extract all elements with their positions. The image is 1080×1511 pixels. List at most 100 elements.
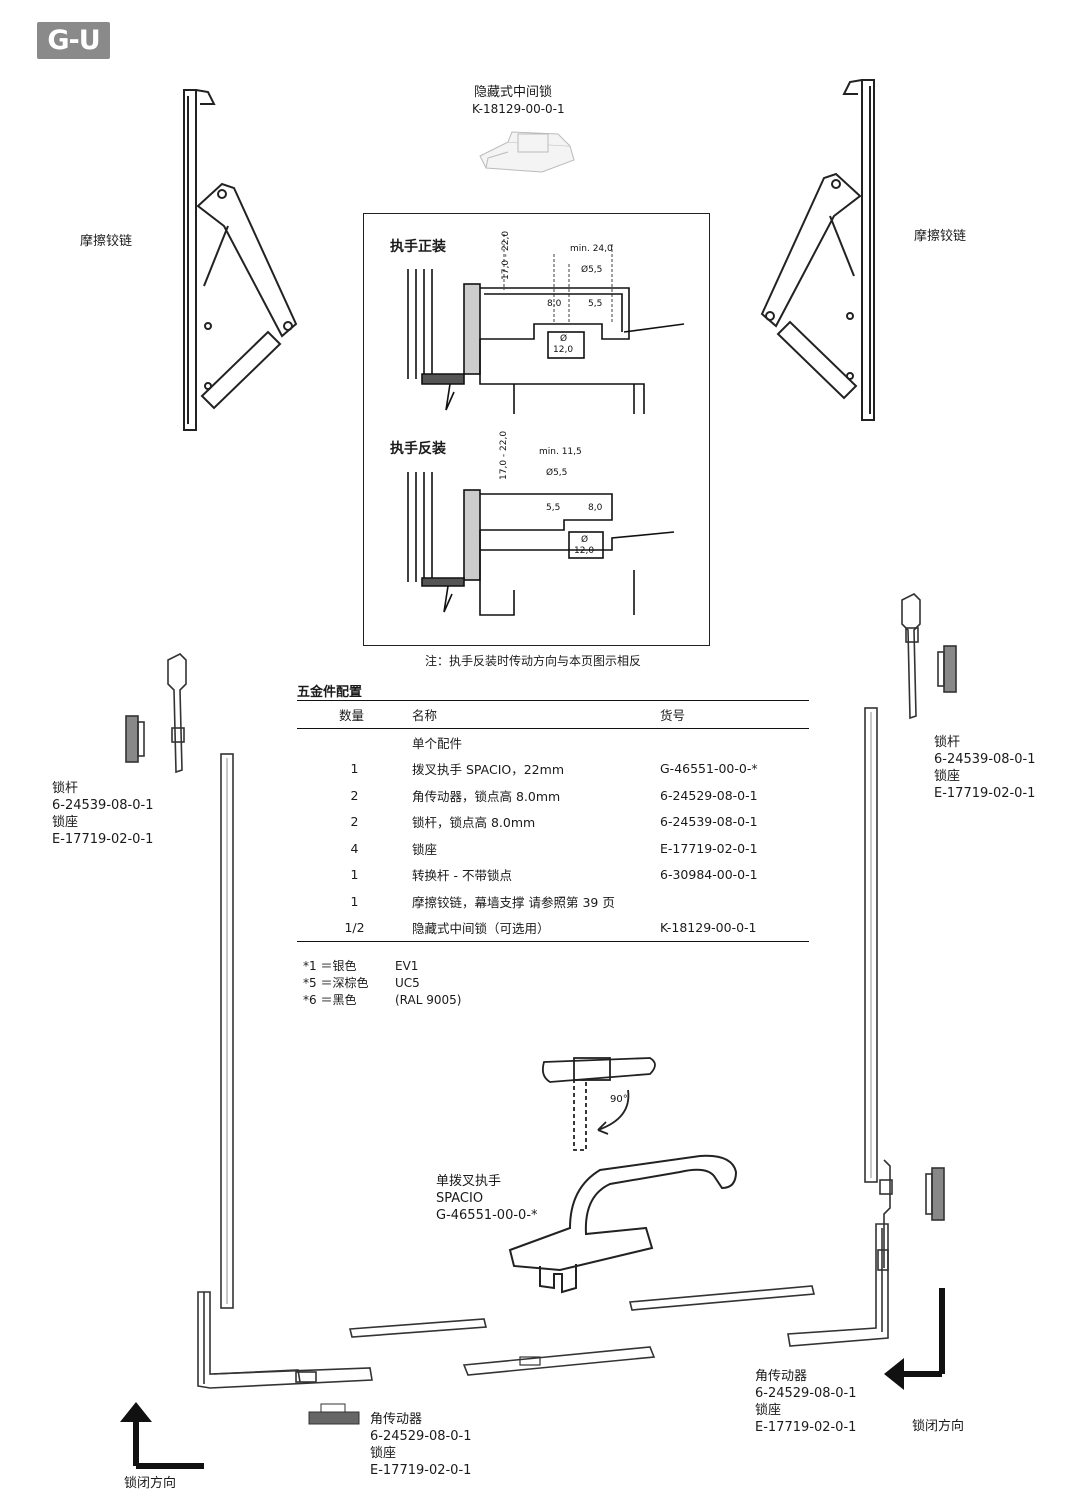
config-row: 2 角传动器，锁点高 8.0mm 6-24529-08-0-1 (297, 782, 809, 809)
config-cell-name: 锁杆，锁点高 8.0mm (412, 815, 536, 831)
lockrod-right (901, 593, 957, 720)
dim-top-d1: Ø (560, 333, 567, 344)
color-value: EV1 (395, 959, 419, 973)
config-cell-code: K-18129-00-0-1 (660, 914, 809, 942)
friction-hinge-label-right: 摩擦铰链 (914, 229, 967, 244)
config-cell-name: 拨叉执手 SPACIO，22mm (412, 762, 564, 778)
dim-top-min: min. 24,0 (570, 244, 613, 254)
lower-rod-right (879, 1159, 945, 1268)
color-value: (RAL 9005) (395, 993, 462, 1007)
bottom-rod-2 (628, 1285, 816, 1311)
color-entry: *6 ＝黑色 (RAL 9005) (303, 992, 461, 1009)
right-lockrod-name: 锁杆 (934, 735, 961, 750)
left-keeper-name: 锁座 (52, 815, 79, 830)
color-entry: *5 ＝深棕色 UC5 (303, 975, 461, 992)
bottom-rod-1 (348, 1318, 488, 1338)
handle-label-3: G-46551-00-0-* (436, 1208, 538, 1223)
friction-hinge-label-left: 摩擦铰链 (80, 234, 133, 249)
center-lock-code: K-18129-00-0-1 (472, 102, 565, 116)
config-cell-code: E-17719-02-0-1 (660, 840, 758, 856)
handle-drawing (508, 1154, 738, 1294)
color-key: *1 ＝银色 (303, 959, 357, 973)
vertical-rod-right (864, 707, 878, 1183)
config-cell-code: 6-24529-08-0-1 (660, 787, 758, 803)
config-cell-name: 锁座 (412, 841, 438, 857)
dim-bottom-min: min. 11,5 (539, 447, 582, 457)
dim-top-b: 5,5 (588, 299, 602, 309)
config-cell-qty: 2 (350, 787, 359, 803)
section-normal-drawing: 17,0 - 22,0 min. 24,0 Ø5,5 8,0 5,5 Ø 12,… (407, 231, 685, 414)
config-cell-name: 隐藏式中间锁（可选用） (412, 914, 660, 942)
config-cell-qty: 1 (350, 761, 359, 777)
color-entry: *1 ＝银色 EV1 (303, 958, 461, 975)
dim-top-dia: Ø5,5 (581, 264, 602, 275)
center-lock-name: 隐藏式中间锁 (474, 85, 553, 100)
friction-hinge-left (183, 89, 298, 431)
color-legend: *1 ＝银色 EV1 *5 ＝深棕色 UC5 *6 ＝黑色 (RAL 9005) (303, 958, 461, 1009)
config-cell-code (660, 729, 809, 756)
corner-left-code: 6-24529-08-0-1 (370, 1429, 472, 1444)
config-cell-name: 转换杆 - 不带锁点 (412, 868, 512, 884)
corner-right-name: 角传动器 (755, 1369, 808, 1384)
handle-label-2: SPACIO (436, 1191, 484, 1206)
dim-top-d2: 12,0 (553, 345, 573, 355)
dim-top-a: 8,0 (547, 299, 562, 309)
config-cell-qty: 4 (350, 840, 359, 856)
config-cell-code: 6-30984-00-0-1 (660, 867, 758, 883)
left-lockrod-name: 锁杆 (52, 781, 79, 796)
color-key: *5 ＝深棕色 (303, 976, 369, 990)
installation-note: 注：执手反装时传动方向与本页图示相反 (425, 654, 642, 668)
dim-bottom-a: 5,5 (546, 503, 560, 513)
config-cell-name: 单个配件 (412, 735, 463, 751)
keeper-left-bottom (308, 1403, 360, 1425)
handle-label-1: 单拨叉执手 (436, 1174, 502, 1189)
config-row: 2 锁杆，锁点高 8.0mm 6-24539-08-0-1 (297, 809, 809, 836)
gu-logo: G-U (37, 22, 110, 59)
handle-normal-title: 执手正装 (390, 239, 446, 255)
right-keeper-code: E-17719-02-0-1 (934, 786, 1036, 801)
color-value: UC5 (395, 976, 420, 990)
corner-drive-left (197, 1291, 373, 1389)
config-cell-qty: 1/2 (297, 914, 412, 942)
handle-reverse-title: 执手反装 (390, 441, 446, 457)
corner-right-keeper: 锁座 (755, 1403, 782, 1418)
config-title: 五金件配置 (297, 685, 363, 700)
col-name: 名称 (412, 700, 660, 729)
right-keeper-name: 锁座 (934, 769, 961, 784)
lock-direction-arrow-right (884, 1288, 945, 1390)
dim-bottom-dia: Ø5,5 (546, 467, 567, 478)
left-keeper-code: E-17719-02-0-1 (52, 832, 154, 847)
lock-direction-left: 锁闭方向 (124, 1476, 177, 1491)
config-cell-qty: 1 (350, 867, 359, 883)
vertical-rod-left (220, 753, 234, 1309)
config-cell-code: G-46551-00-0-* (660, 761, 758, 777)
bottom-rod-3 (462, 1346, 656, 1376)
dim-bottom-h: 17,0 - 22,0 (499, 431, 509, 480)
config-row: 单个配件 (297, 729, 809, 756)
color-key: *6 ＝黑色 (303, 993, 357, 1007)
dim-bottom-d1: Ø (581, 534, 588, 545)
col-code: 货号 (660, 700, 809, 729)
corner-drive-right (787, 1223, 889, 1347)
lock-direction-right: 锁闭方向 (912, 1419, 965, 1434)
config-cell-code: 6-24539-08-0-1 (660, 814, 758, 830)
section-reverse-drawing: 17,0 - 22,0 min. 11,5 Ø5,5 5,5 8,0 Ø 12,… (407, 431, 675, 616)
config-cell-name: 角传动器，锁点高 8.0mm (412, 788, 561, 804)
corner-left-keeper: 锁座 (370, 1446, 397, 1461)
dim-bottom-b: 8,0 (588, 503, 603, 513)
lockrod-left (125, 653, 187, 774)
corner-left-name: 角传动器 (370, 1412, 423, 1427)
config-row: 1 转换杆 - 不带锁点 6-30984-00-0-1 (297, 862, 809, 889)
friction-hinge-right (760, 79, 875, 421)
config-row: 4 锁座 E-17719-02-0-1 (297, 835, 809, 862)
col-qty: 数量 (297, 700, 412, 729)
corner-left-keeper-code: E-17719-02-0-1 (370, 1463, 472, 1478)
config-cell-qty: 2 (350, 814, 359, 830)
config-cell-code (660, 888, 809, 915)
left-lockrod-code: 6-24539-08-0-1 (52, 798, 154, 813)
config-row: 1 拨叉执手 SPACIO，22mm G-46551-00-0-* (297, 756, 809, 783)
right-lockrod-code: 6-24539-08-0-1 (934, 752, 1036, 767)
section-box (363, 213, 710, 646)
